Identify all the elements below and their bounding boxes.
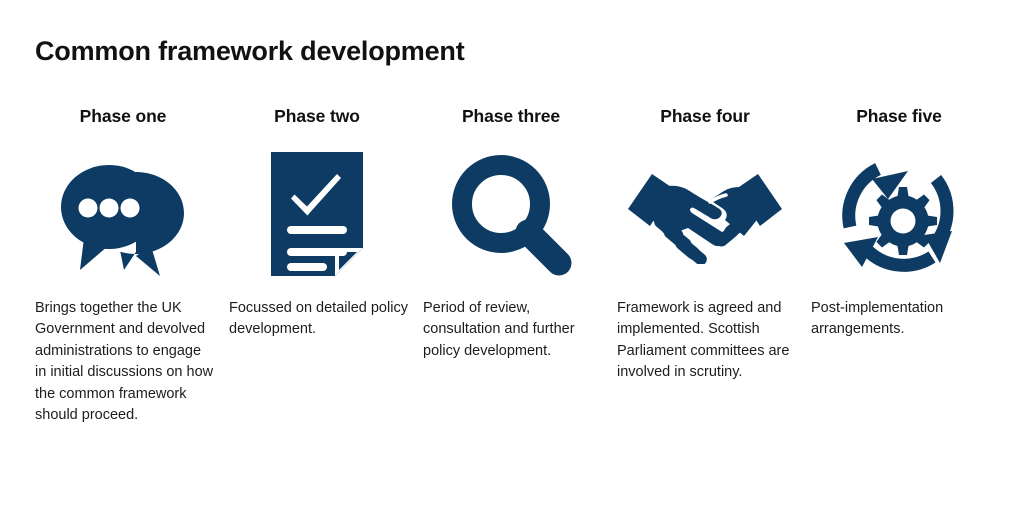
phase-one-heading: Phase one <box>79 106 167 126</box>
phase-three-description: Period of review, consultation and furth… <box>423 300 575 359</box>
phase-column-four: Phase four <box>617 104 811 384</box>
phase-three-heading: Phase three <box>461 106 561 126</box>
phase-five-description: Post-implementation arrangements. <box>811 300 944 338</box>
phase-four-description: Framework is agreed and implemented. Sco… <box>617 300 790 381</box>
phase-two-heading: Phase two <box>274 106 360 126</box>
phase-one-description: Brings together the UK Government and de… <box>35 300 214 424</box>
phase-column-five: Phase five <box>811 104 1005 341</box>
phase-five-heading: Phase five <box>856 106 942 126</box>
page-title: Common framework development <box>35 36 465 66</box>
phase-columns: Phase one <box>35 104 1000 426</box>
phase-column-three: Phase three Period of review, consultati… <box>423 104 617 362</box>
gear-cycle-icon <box>811 144 987 284</box>
handshake-icon <box>617 144 793 284</box>
document-check-icon <box>229 144 405 284</box>
phase-column-one: Phase one <box>35 104 229 426</box>
phase-four-heading: Phase four <box>660 106 750 126</box>
phase-column-two: Phase two <box>229 104 423 341</box>
magnifying-glass-icon <box>423 144 599 284</box>
speech-bubbles-icon <box>35 144 211 284</box>
phase-two-description: Focussed on detailed policy development. <box>229 300 408 338</box>
